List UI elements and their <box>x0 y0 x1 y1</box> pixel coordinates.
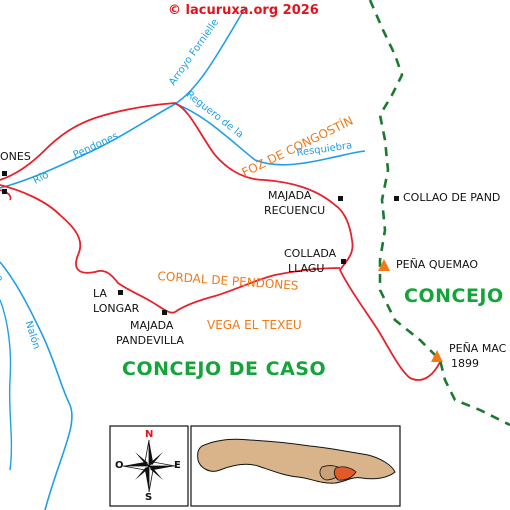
majada-recuencu-label-1: MAJADA <box>268 189 312 202</box>
la-longar-label-1: LA <box>93 287 107 300</box>
pendones-marker-2-icon <box>2 189 7 194</box>
majada-recuencu-label-2: RECUENCU <box>264 204 326 217</box>
pendones-label: ONES <box>0 150 31 163</box>
majada-recuencu-marker-icon <box>338 196 343 201</box>
concejo-caso-label: CONCEJO DE CASO <box>122 358 327 380</box>
compass-rose-icon <box>122 439 176 493</box>
la-longar-marker-icon <box>118 290 123 295</box>
compass-s-label: S <box>145 492 153 503</box>
left-stream-river <box>0 299 13 471</box>
collao-label: COLLAO DE PAND <box>403 191 501 204</box>
majada-pandevilla-label-2: PANDEVILLA <box>116 334 184 347</box>
nalon-river <box>0 261 73 510</box>
la-longar-label-2: LONGAR <box>93 302 140 315</box>
pena-mac-peak-icon <box>431 350 443 362</box>
collada-label-1: COLLADA <box>284 247 337 260</box>
compass-n-label: N <box>145 429 154 440</box>
route-loop <box>0 184 341 314</box>
reguero-river <box>175 103 366 166</box>
pena-mac-label-1: PEÑA MAC <box>449 342 507 355</box>
pena-quemao-peak-icon <box>378 259 390 271</box>
concejo-right-label: CONCEJO <box>404 285 504 307</box>
compass-e-label: E <box>174 460 181 471</box>
route-branch <box>0 189 12 201</box>
vega-label: VEGA EL TEXEU <box>207 318 302 332</box>
pendones-marker-icon <box>2 171 7 176</box>
border-line <box>368 0 510 427</box>
pena-quemao-label: PEÑA QUEMAO <box>396 258 478 271</box>
majada-pandevilla-marker-icon <box>162 310 167 315</box>
collada-llagu-marker-icon <box>341 259 346 264</box>
route-line <box>0 102 441 381</box>
rio-pendones-river <box>0 7 246 189</box>
copyright-text: © lacuruxa.org 2026 <box>168 3 319 18</box>
highlight-region-shape <box>333 466 357 481</box>
collada-label-2: LLAGU <box>288 262 325 275</box>
collao-marker-icon <box>394 196 399 201</box>
compass-o-label: O <box>115 460 124 471</box>
pena-mac-label-2: 1899 <box>451 357 479 370</box>
majada-pandevilla-label-1: MAJADA <box>130 319 174 332</box>
